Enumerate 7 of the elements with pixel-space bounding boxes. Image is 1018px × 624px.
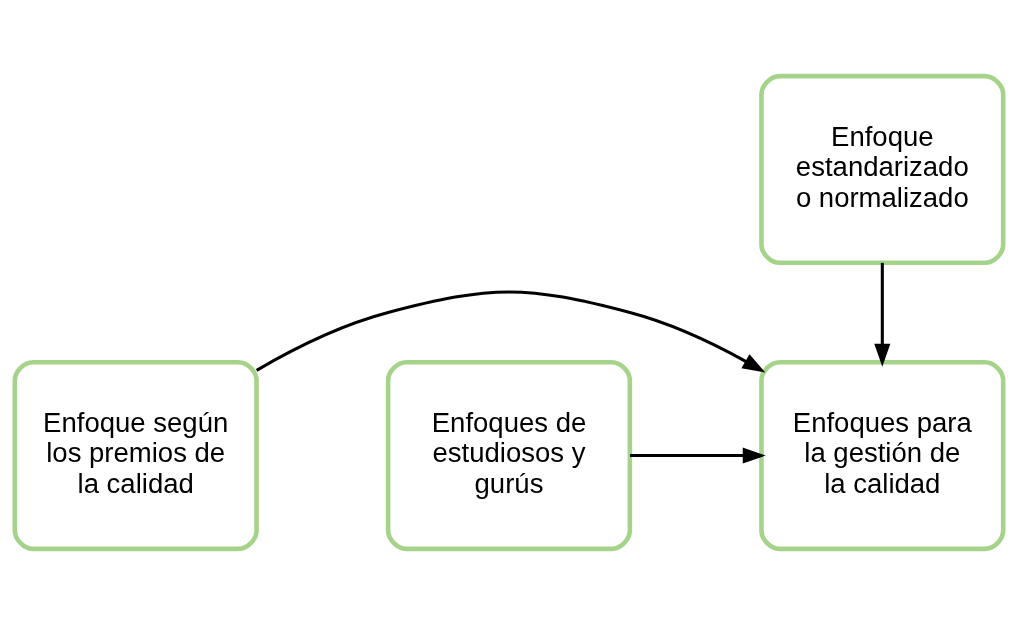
node-box: Enfoque según los premios de la calidad — [12, 359, 259, 551]
arrow — [630, 447, 766, 464]
arrow — [255, 289, 766, 373]
node-box: Enfoques para la gestión de la calidad — [759, 359, 1006, 551]
node-box: Enfoques de estudiosos y gurús — [385, 359, 633, 551]
node-box: Enfoque estandarizado o normalizado — [759, 73, 1006, 265]
arrow — [874, 262, 891, 367]
